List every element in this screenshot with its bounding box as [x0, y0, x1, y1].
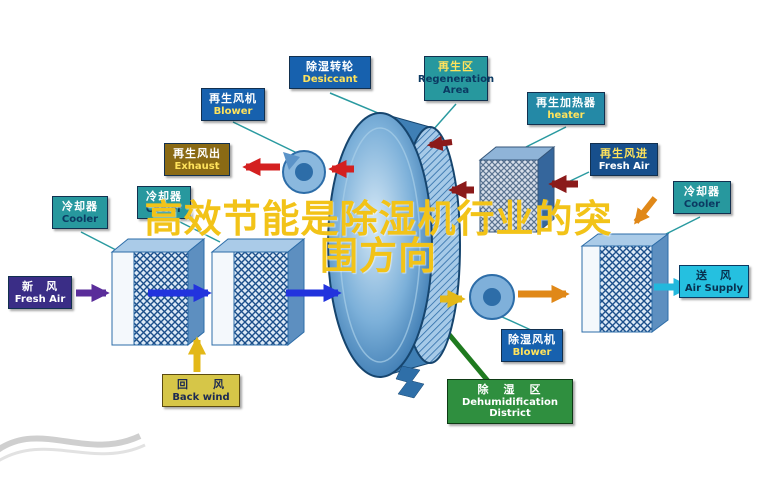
label-exhaust-zh: 再生风出 [173, 147, 221, 160]
label-back-wind-zh: 回 风 [177, 378, 225, 391]
label-regen-fresh-air-zh: 再生风进 [600, 147, 648, 160]
label-connector-lines [80, 92, 701, 331]
label-regen-heater: 再生加热器 heater [527, 92, 605, 126]
arrow-regen-to-coil [633, 196, 658, 225]
label-desiccant-zh: 除湿转轮 [306, 60, 354, 73]
label-air-supply-en: Air Supply [684, 282, 744, 294]
label-cooler-right: 冷却器 Cooler [673, 181, 731, 215]
label-regen-heater-zh: 再生加热器 [536, 96, 596, 109]
label-regen-blower-zh: 再生风机 [209, 92, 257, 105]
label-cooler-left-inner-zh: 冷却器 [146, 190, 182, 203]
label-exhaust-en: Exhaust [174, 160, 220, 172]
airflow-arrows [76, 135, 692, 372]
coil-unit-middle [210, 237, 306, 347]
label-regen-heater-en: heater [547, 109, 585, 121]
label-cooler-left-outer-en: Cooler [61, 213, 99, 225]
label-cooler-right-en: Cooler [683, 198, 721, 210]
label-regen-fresh-air: 再生风进 Fresh Air [590, 143, 658, 177]
label-cooler-left-outer: 冷却器 Cooler [52, 196, 108, 230]
label-dehumid-blower-zh: 除湿风机 [508, 333, 556, 346]
label-desiccant: 除湿转轮 Desiccant [289, 56, 371, 90]
watermark-text: 高效节能是除湿机行业的突 围方向 [0, 197, 757, 278]
label-dehumid-blower-en: Blower [512, 346, 552, 358]
watermark-line-1: 高效节能是除湿机行业的突 [144, 197, 613, 241]
rotor-foot-ribbon [395, 365, 425, 399]
gray-swoosh-decoration [0, 433, 146, 462]
label-exhaust: 再生风出 Exhaust [164, 143, 230, 177]
label-dehumid-district: 除 湿 区 Dehumidification District [447, 379, 573, 424]
label-fresh-air-zh: 新 风 [22, 280, 58, 293]
label-regeneration-area-en: Regeneration Area [417, 73, 495, 97]
arrow-regen-top [426, 135, 453, 152]
coil-unit-right [580, 233, 670, 333]
dehumid-district-duct-line [445, 330, 490, 383]
label-cooler-left-inner: 冷却器 Cooler [137, 186, 191, 220]
rotor-wheel [327, 112, 461, 399]
label-regeneration-area: 再生区 Regeneration Area [418, 56, 494, 101]
watermark-line-2: 围方向 [319, 234, 437, 278]
label-cooler-left-inner-en: Cooler [145, 203, 183, 215]
coil-unit-left [110, 237, 206, 347]
label-back-wind-en: Back wind [172, 391, 230, 403]
label-fresh-air: 新 风 Fresh Air [8, 276, 72, 310]
regen-blower-fan [282, 150, 326, 194]
label-desiccant-en: Desiccant [302, 73, 358, 85]
label-back-wind: 回 风 Back wind [162, 374, 240, 408]
label-fresh-air-en: Fresh Air [14, 293, 66, 305]
label-cooler-right-zh: 冷却器 [684, 185, 720, 198]
label-dehumid-district-en: Dehumidification District [461, 396, 559, 420]
dehumid-blower-fan [469, 274, 515, 320]
label-regen-blower: 再生风机 Blower [201, 88, 265, 122]
label-dehumid-district-zh: 除 湿 区 [477, 383, 543, 396]
label-regen-blower-en: Blower [213, 105, 253, 117]
label-regeneration-area-zh: 再生区 [438, 60, 474, 73]
label-air-supply-zh: 送 风 [696, 269, 732, 282]
label-regen-fresh-air-en: Fresh Air [598, 160, 650, 172]
heater-exchanger [478, 145, 556, 234]
label-dehumid-blower: 除湿风机 Blower [501, 329, 563, 363]
label-cooler-left-outer-zh: 冷却器 [62, 200, 98, 213]
